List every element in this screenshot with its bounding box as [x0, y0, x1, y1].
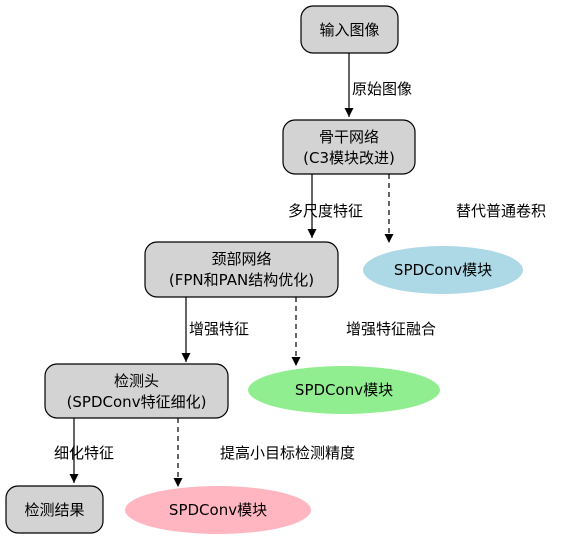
node-detection-head: 检测头 (SPDConv特征细化) [44, 363, 229, 419]
edge-label-enhanced-features: 增强特征 [189, 320, 249, 338]
edge-head-to-result: 细化特征 [54, 418, 114, 483]
edge-backbone-to-spd1: 替代普通卷积 [384, 174, 546, 243]
edge-head-to-spd3: 提高小目标检测精度 [173, 418, 355, 487]
node-detection-result: 检测结果 [5, 485, 104, 534]
edge-neck-to-head: 增强特征 [181, 297, 249, 362]
node-spdconv-2-label: SPDConv模块 [295, 381, 393, 399]
node-spdconv-2: SPDConv模块 [248, 366, 440, 414]
node-input-image: 输入图像 [300, 5, 399, 54]
node-spdconv-1: SPDConv模块 [363, 246, 523, 294]
node-detection-head-subtitle: (SPDConv特征细化) [67, 393, 207, 411]
edge-label-original-image: 原始图像 [352, 80, 412, 98]
node-backbone: 骨干网络 (C3模块改进) [282, 119, 416, 175]
node-backbone-title: 骨干网络 [319, 128, 379, 146]
node-input-image-label: 输入图像 [319, 21, 379, 39]
edge-input-to-backbone: 原始图像 [344, 53, 412, 117]
edge-label-feature-fusion: 增强特征融合 [346, 320, 436, 338]
node-spdconv-1-label: SPDConv模块 [394, 261, 492, 279]
node-backbone-subtitle: (C3模块改进) [303, 149, 395, 167]
edge-neck-to-spd2: 增强特征融合 [291, 297, 436, 366]
edge-label-small-object-accuracy: 提高小目标检测精度 [220, 444, 355, 462]
node-detection-head-title: 检测头 [114, 372, 159, 390]
node-neck-subtitle: (FPN和PAN结构优化) [169, 271, 314, 289]
edge-label-replace-conv: 替代普通卷积 [456, 202, 546, 220]
node-spdconv-3-label: SPDConv模块 [169, 501, 267, 519]
edge-label-multiscale-features: 多尺度特征 [288, 202, 363, 220]
node-detection-result-label: 检测结果 [24, 501, 84, 519]
edge-label-refined-features: 细化特征 [54, 444, 114, 462]
node-neck: 颈部网络 (FPN和PAN结构优化) [144, 241, 339, 298]
node-spdconv-3: SPDConv模块 [125, 486, 311, 534]
edge-backbone-to-neck: 多尺度特征 [288, 174, 363, 238]
node-neck-title: 颈部网络 [211, 250, 271, 268]
